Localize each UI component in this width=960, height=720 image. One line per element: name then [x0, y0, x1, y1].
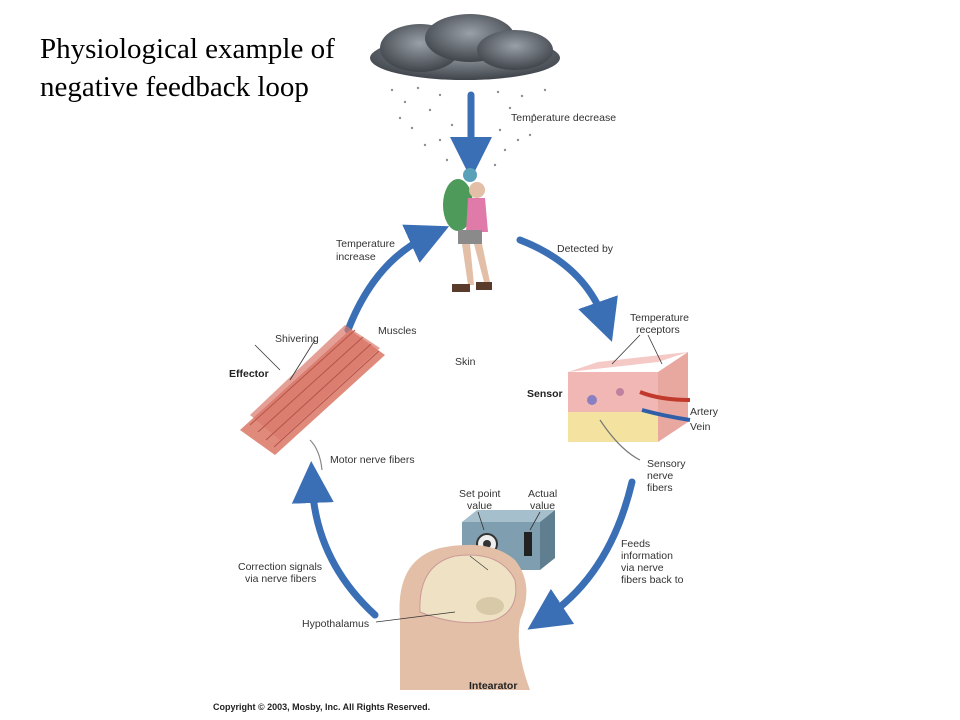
label-temperature-receptors-line2: receptors	[636, 324, 680, 336]
label-feeds-line1: Feeds	[621, 538, 651, 550]
label-motor-nerve-fibers: Motor nerve fibers	[330, 454, 415, 466]
arrow-correction-icon	[291, 461, 379, 619]
arrow-feeds-icon	[527, 478, 636, 630]
copyright-notice: Copyright © 2003, Mosby, Inc. All Rights…	[213, 702, 431, 712]
label-actual-line1: Actual	[528, 488, 558, 500]
muscle-bundle	[240, 325, 385, 471]
hiker-figure	[443, 168, 492, 292]
label-sensory-line3: fibers	[647, 482, 673, 494]
label-vein: Vein	[690, 421, 711, 433]
label-sensory-line2: nerve	[647, 470, 674, 482]
label-skin: Skin	[455, 356, 476, 368]
arrow-increase-icon	[344, 224, 450, 334]
label-correction-line1: Correction signals	[238, 561, 323, 573]
label-set-point-line2: value	[467, 500, 493, 512]
label-artery: Artery	[690, 406, 719, 418]
diagram-title: Physiological example of negative feedba…	[40, 33, 335, 103]
label-sensory-line1: Sensory	[647, 458, 686, 470]
label-effector: Effector	[229, 368, 269, 380]
label-actual-line2: value	[530, 500, 556, 512]
arrow-detected-icon	[516, 236, 618, 342]
label-set-point-line1: Set point	[459, 488, 501, 500]
skin-cross-section	[568, 334, 691, 461]
rain-cloud-icon	[370, 14, 560, 80]
label-correction-line2: via nerve fibers	[245, 573, 317, 585]
label-temperature-increase-line1: Temperature	[336, 238, 395, 250]
label-temperature-increase-line2: increase	[336, 251, 376, 263]
label-shivering: Shivering	[275, 333, 319, 345]
label-hypothalamus: Hypothalamus	[302, 618, 370, 630]
label-temperature-decrease: Temperature decrease	[511, 112, 617, 124]
label-detected-by: Detected by	[557, 243, 614, 255]
loop-arrows	[291, 91, 636, 630]
head-brain-illustration	[375, 544, 530, 690]
label-sensor: Sensor	[527, 388, 563, 400]
rain-drops	[390, 86, 547, 167]
label-intearator: Intearator	[469, 680, 518, 692]
label-muscles: Muscles	[378, 325, 417, 337]
label-feeds-line2: information	[621, 550, 673, 562]
label-temperature-receptors-line1: Temperature	[630, 312, 689, 324]
label-feeds-line3: via nerve	[621, 562, 664, 574]
label-feeds-line4: fibers back to	[621, 574, 684, 586]
